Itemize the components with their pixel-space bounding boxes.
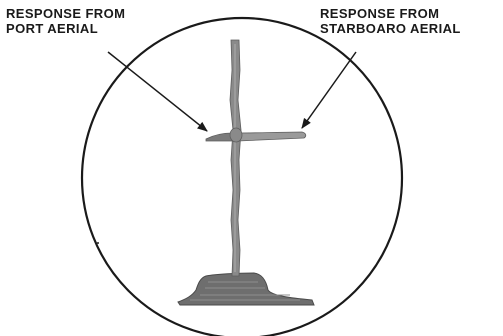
- port-label-line1: RESPONSE FROM: [6, 6, 125, 21]
- port-label-line2: PORT AERIAL: [6, 21, 125, 36]
- port-aerial-label: RESPONSE FROM PORT AERIAL: [6, 6, 125, 36]
- starboard-label-line1: RESPONSE FROM: [320, 6, 461, 21]
- port-arrow: [108, 52, 207, 131]
- starboard-label-line2: STARBOARO AERIAL: [320, 21, 461, 36]
- starboard-aerial-label: RESPONSE FROM STARBOARO AERIAL: [320, 6, 461, 36]
- starboard-echo: [238, 132, 306, 141]
- starboard-arrow: [302, 52, 356, 128]
- echo-center: [230, 128, 242, 142]
